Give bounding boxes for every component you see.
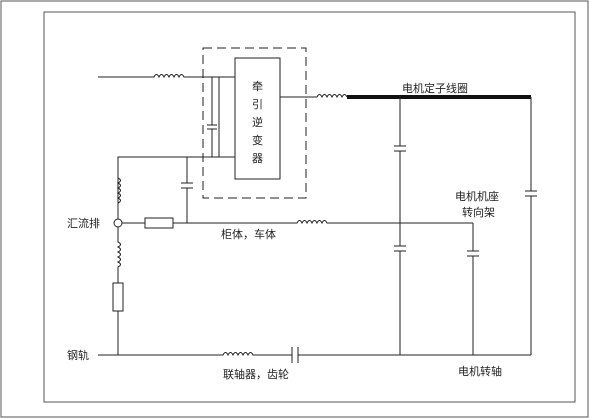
inverter-label-2: 引 [252, 97, 263, 111]
input-inductor [98, 74, 235, 79]
grounding-resistor [112, 282, 124, 312]
stator-label: 电机定子线圈 [402, 81, 468, 95]
chassis-line [122, 217, 473, 229]
bus-top-wire [117, 156, 235, 223]
bus-upper-inductor [116, 177, 121, 204]
chassis-to-shaft-capacitor [467, 223, 479, 355]
inverter-label-4: 变 [252, 133, 263, 147]
bogie-label: 转向架 [462, 205, 495, 219]
inverter-label-3: 逆 [252, 115, 263, 129]
coupling-label: 联轴器，齿轮 [223, 367, 289, 381]
inverter-box [234, 57, 281, 180]
bus-lower-branch [112, 227, 124, 355]
stator-to-shaft-capacitor [525, 97, 537, 355]
inverter-to-chassis-capacitor [181, 157, 193, 223]
busbar-node [113, 218, 123, 228]
chassis-label: 柜体，车体 [221, 227, 276, 241]
stator-to-frame-capacitor [394, 97, 406, 355]
inner-border [43, 11, 576, 403]
inverter-label-1: 牵 [252, 80, 263, 93]
rail-line [98, 347, 531, 363]
busbar-label: 汇流排 [67, 216, 100, 230]
rail-label: 钢轨 [67, 348, 89, 362]
chassis-resistor [144, 217, 174, 229]
internal-capacitor-right [207, 77, 235, 158]
shaft-label: 电机转轴 [458, 364, 502, 378]
output-inductor [280, 94, 348, 99]
motor-frame-label: 电机机座 [455, 189, 499, 203]
inverter-label-5: 器 [252, 152, 263, 165]
